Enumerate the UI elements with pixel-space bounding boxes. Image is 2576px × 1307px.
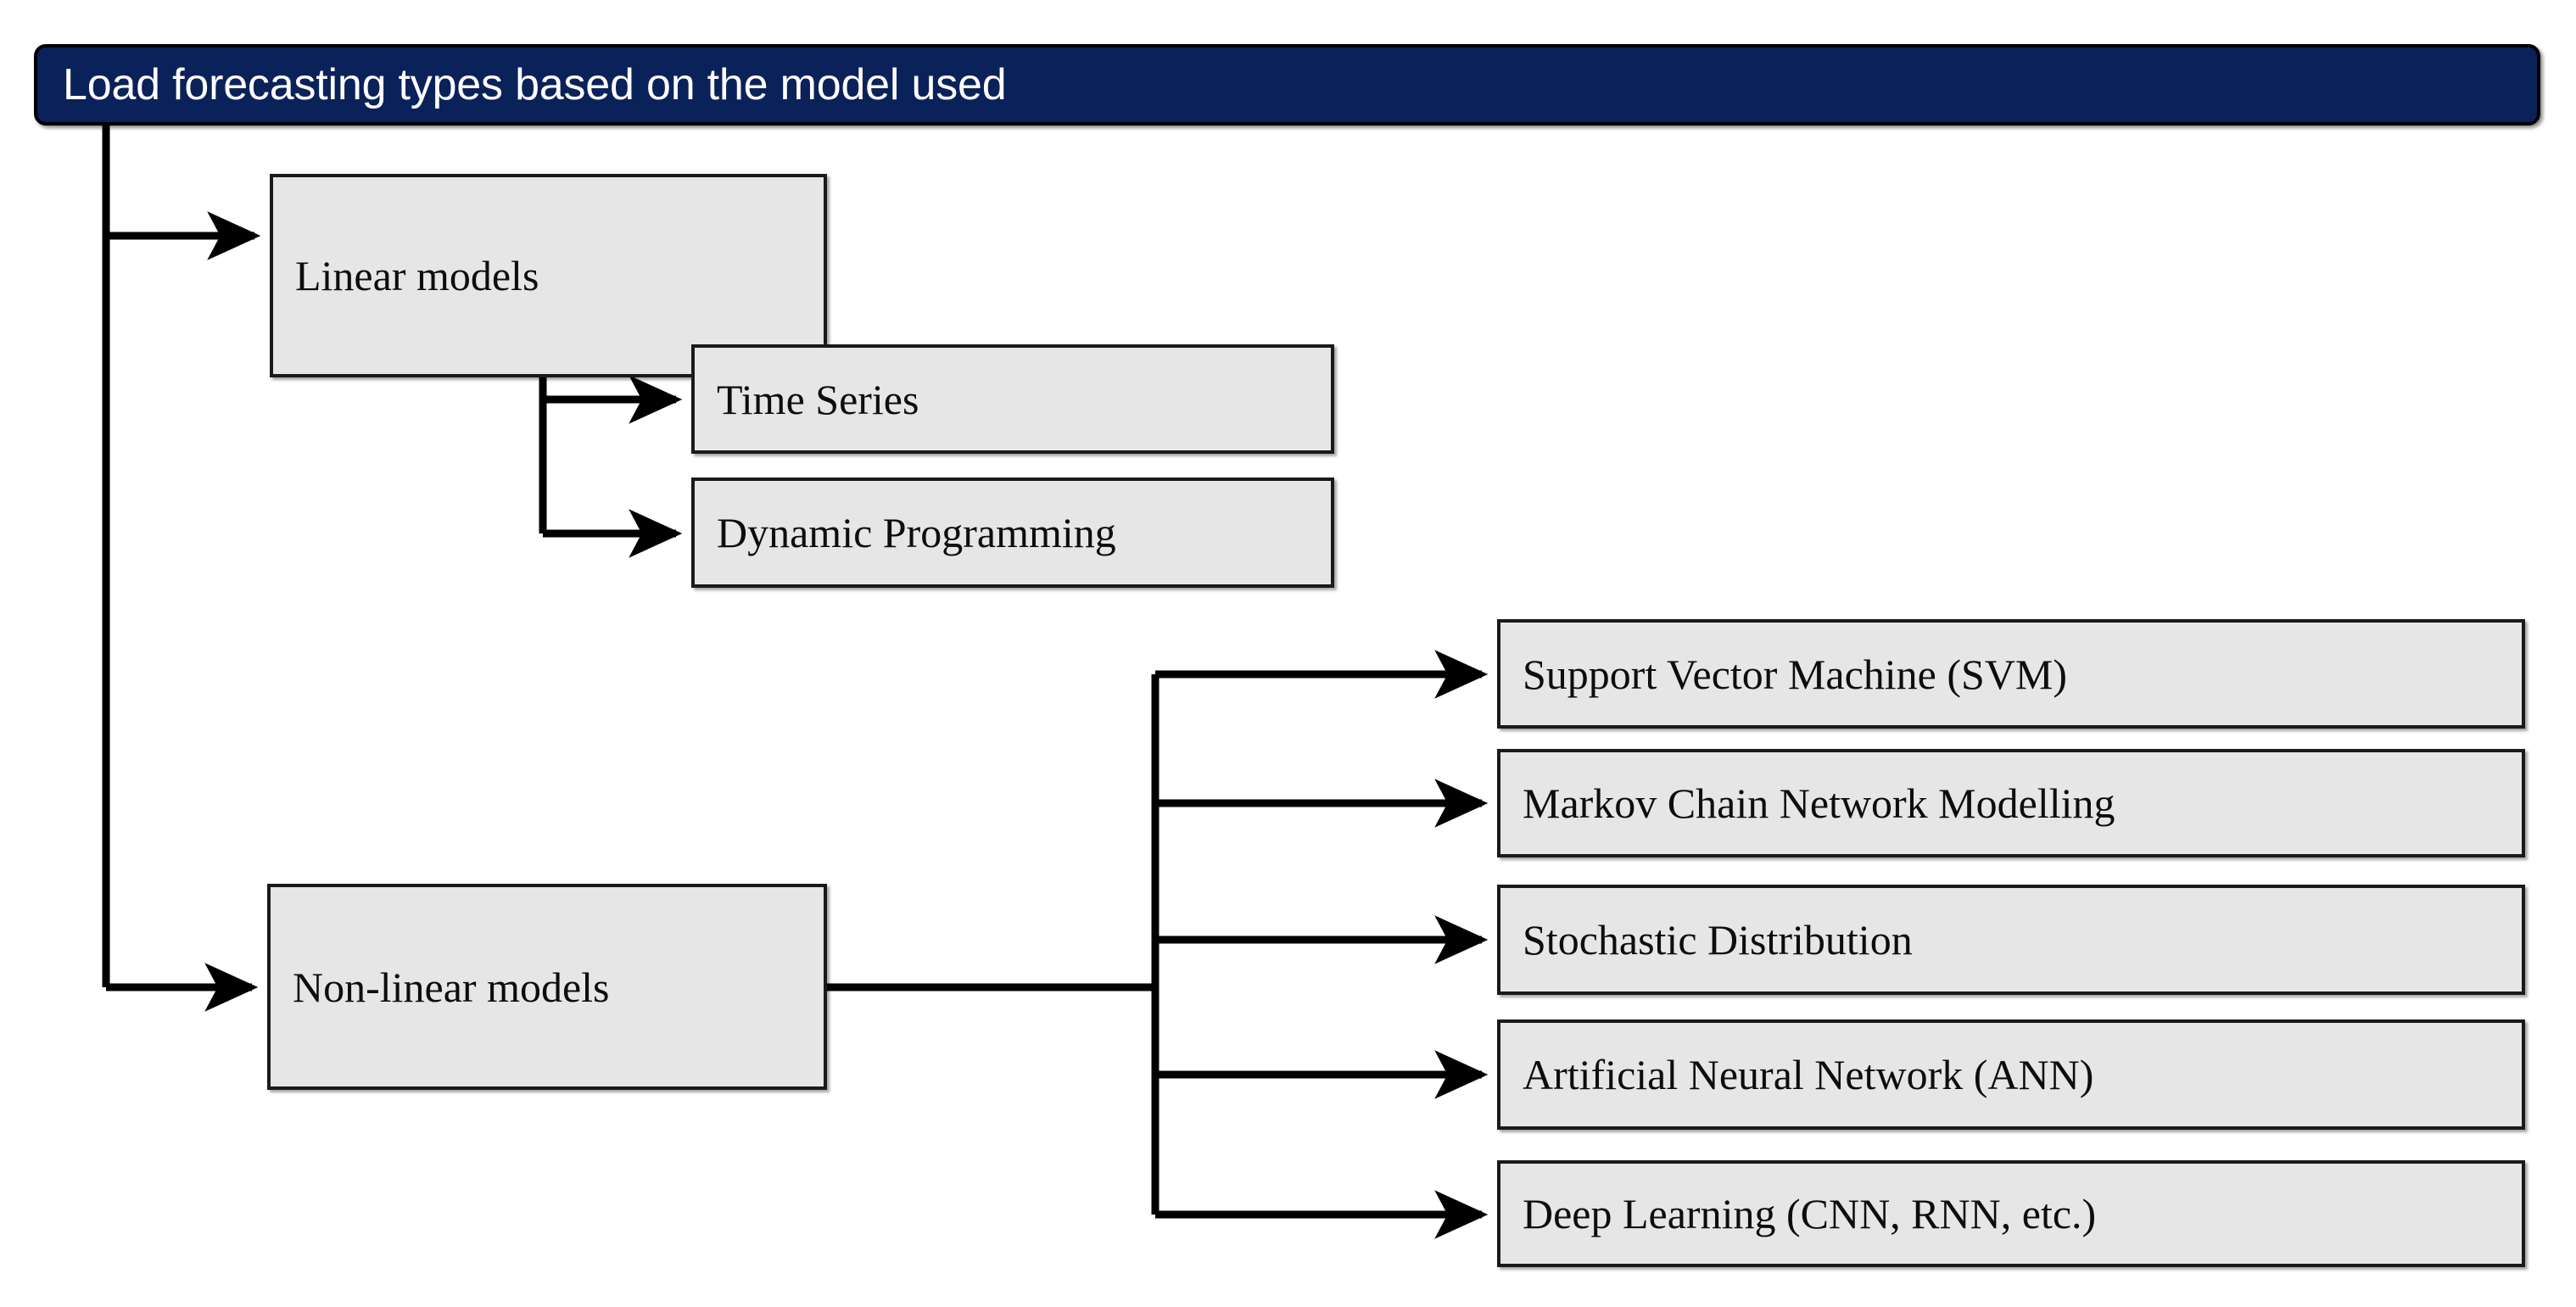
node-deep-learning-label: Deep Learning (CNN, RNN, etc.) (1523, 1190, 2097, 1237)
node-artificial-neural-network-label: Artificial Neural Network (ANN) (1523, 1051, 2094, 1098)
node-deep-learning[interactable]: Deep Learning (CNN, RNN, etc.) (1497, 1160, 2525, 1267)
page-title: Load forecasting types based on the mode… (63, 60, 1007, 109)
node-non-linear-models-label: Non-linear models (293, 963, 610, 1011)
node-support-vector-machine[interactable]: Support Vector Machine (SVM) (1497, 619, 2525, 729)
node-support-vector-machine-label: Support Vector Machine (SVM) (1523, 650, 2068, 698)
node-dynamic-programming-label: Dynamic Programming (717, 509, 1116, 556)
node-linear-models[interactable]: Linear models (270, 174, 827, 377)
header-banner: Load forecasting types based on the mode… (34, 44, 2540, 126)
node-markov-chain-network-modelling-label: Markov Chain Network Modelling (1523, 779, 2115, 827)
node-time-series-label: Time Series (717, 375, 919, 423)
node-stochastic-distribution[interactable]: Stochastic Distribution (1497, 885, 2525, 995)
node-time-series[interactable]: Time Series (691, 344, 1334, 454)
node-non-linear-models[interactable]: Non-linear models (267, 884, 827, 1090)
node-artificial-neural-network[interactable]: Artificial Neural Network (ANN) (1497, 1019, 2525, 1130)
node-stochastic-distribution-label: Stochastic Distribution (1523, 916, 1913, 963)
node-dynamic-programming[interactable]: Dynamic Programming (691, 478, 1334, 588)
node-linear-models-label: Linear models (295, 252, 539, 299)
node-markov-chain-network-modelling[interactable]: Markov Chain Network Modelling (1497, 749, 2525, 857)
